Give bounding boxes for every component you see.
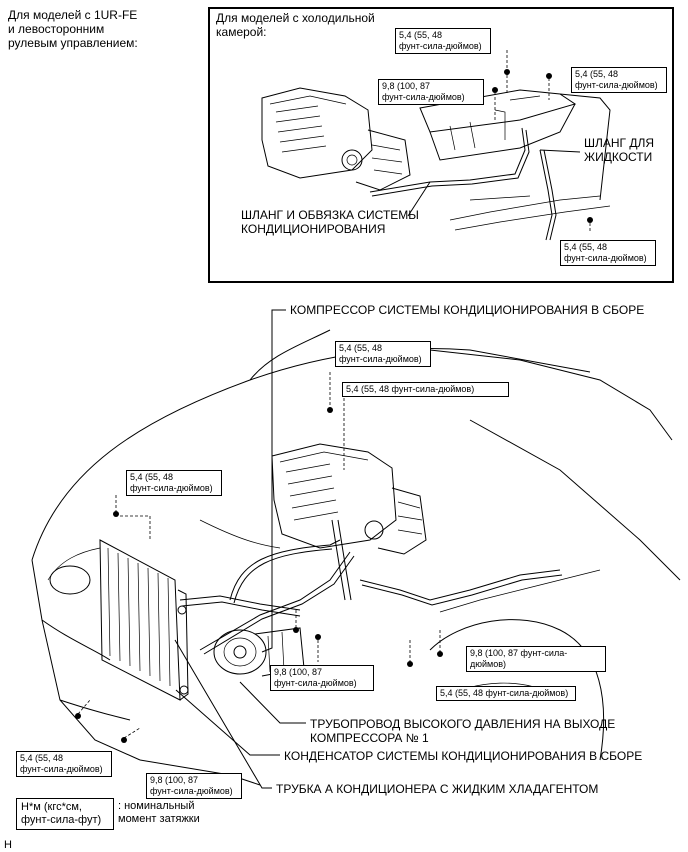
compressor-label: КОМПРЕССОР СИСТЕМЫ КОНДИЦИОНИРОВАНИЯ В С…: [290, 303, 645, 317]
ac-hose-label: ШЛАНГ И ОБВЯЗКА СИСТЕМЫ КОНДИЦИОНИРОВАНИ…: [241, 208, 419, 236]
torque-spec-box: 9,8 (100, 87 фунт-сила-дюймов): [378, 79, 484, 105]
torque-spec-box: 5,4 (55, 48 фунт-сила-дюймов): [16, 751, 112, 777]
inset-hoses: [369, 127, 611, 241]
main-hvac-unit: [271, 443, 427, 555]
torque-spec-box: 5,4 (55, 48 фунт-сила-дюймов): [342, 382, 509, 397]
torque-spec-box: 5,4 (55, 48 фунт-сила-дюймов): [395, 28, 491, 54]
inset-title: Для моделей с холодильной камерой:: [216, 11, 375, 39]
discharge-pipe-label: ТРУБОПРОВОД ВЫСОКОГО ДАВЛЕНИЯ НА ВЫХОДЕ …: [310, 717, 616, 745]
model-note: Для моделей с 1UR-FE и левосторонним рул…: [8, 8, 138, 50]
footer-mark: H: [4, 839, 12, 851]
main-compressor: [213, 627, 305, 677]
torque-spec-box: 5,4 (55, 48 фунт-сила-дюймов): [560, 240, 656, 266]
liquid-hose-label: ШЛАНГ ДЛЯ ЖИДКОСТИ: [584, 136, 655, 164]
torque-spec-box: 5,4 (55, 48 фунт-сила-дюймов): [571, 67, 667, 93]
torque-spec-box: 9,8 (100, 87 фунт-сила-дюймов): [466, 646, 606, 672]
liquid-tube-label: ТРУБКА А КОНДИЦИОНЕРА С ЖИДКИМ ХЛАДАГЕНТ…: [276, 782, 599, 796]
inset-panel: [208, 7, 674, 283]
torque-spec-box: 5,4 (55, 48 фунт-сила-дюймов): [436, 686, 576, 701]
vehicle-body-outline: [31, 329, 681, 786]
torque-spec-box: 5,4 (55, 48 фунт-сила-дюймов): [335, 341, 431, 367]
inset-hvac-unit: [261, 87, 411, 191]
main-pipes: [179, 519, 601, 655]
torque-spec-box: 9,8 (100, 87 фунт-сила-дюймов): [146, 773, 242, 799]
main-condenser: [99, 539, 189, 701]
condenser-label: КОНДЕНСАТОР СИСТЕМЫ КОНДИЦИОНИРОВАНИЯ В …: [284, 749, 643, 763]
inset-console: [419, 89, 611, 201]
torque-spec-box: 5,4 (55, 48 фунт-сила-дюймов): [126, 470, 222, 496]
torque-spec-box: 9,8 (100, 87 фунт-сила-дюймов): [270, 665, 374, 691]
unit-legend-desc: : номинальный момент затяжки: [118, 800, 200, 825]
unit-legend-box: Н*м (кгс*см, фунт-сила-фут): [16, 798, 114, 830]
